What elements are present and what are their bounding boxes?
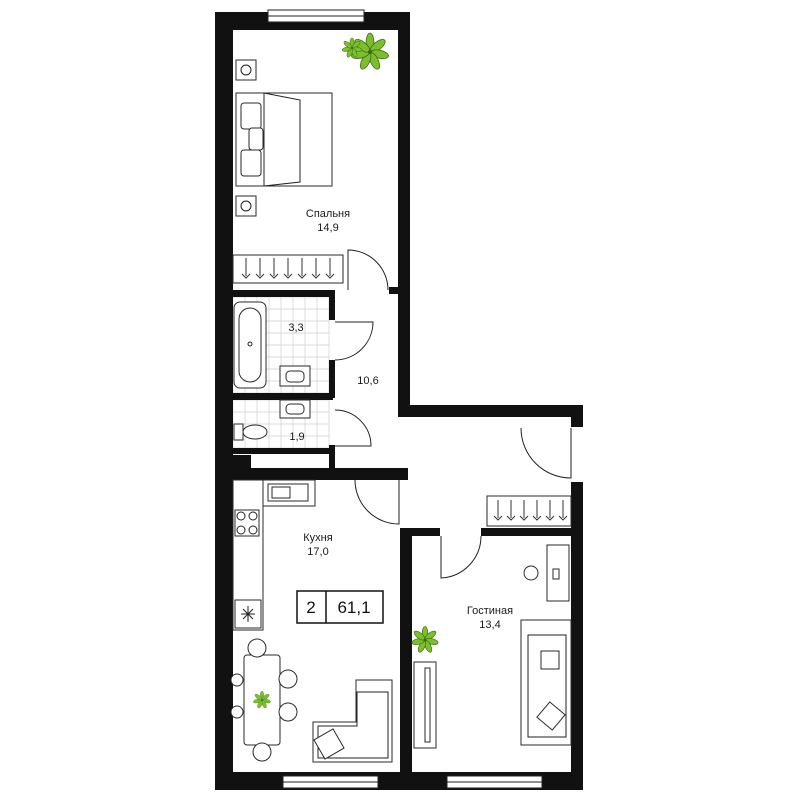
kitchen-sink — [267, 483, 309, 502]
bedroom-area: 14,9 — [317, 222, 338, 234]
nightstand-bottom — [235, 195, 257, 217]
living-area: 13,4 — [479, 619, 500, 631]
wall-hall-stub — [389, 287, 398, 294]
sink-toilet — [279, 399, 311, 419]
wall-bath-hall-2 — [329, 360, 335, 398]
bathroom-area: 3,3 — [288, 322, 303, 334]
toilet-area: 1,9 — [289, 431, 304, 443]
plant-table — [253, 691, 271, 709]
wall-toilet-hall — [329, 445, 335, 475]
kitchen-name: Кухня — [303, 532, 332, 544]
tv-stand — [413, 661, 437, 749]
wall-bedroom-bottom — [233, 290, 333, 297]
door-toilet — [334, 409, 372, 447]
rooms-count: 2 — [306, 598, 315, 617]
walls — [215, 12, 583, 790]
hall-area: 10,6 — [357, 375, 378, 387]
wall-bath-hall — [329, 290, 335, 320]
door-entrance — [520, 427, 572, 479]
wall-left — [215, 12, 233, 790]
stove — [234, 509, 260, 537]
toilet — [233, 423, 268, 441]
sink-bath — [279, 365, 311, 387]
wall-step — [398, 405, 583, 417]
kitchen-area: 17,0 — [307, 546, 328, 558]
sofa-kitchen — [312, 679, 393, 763]
living-name: Гостиная — [467, 605, 513, 617]
doors — [334, 249, 572, 579]
wardrobe-bedroom — [232, 254, 344, 284]
wall-stub-1 — [233, 455, 251, 468]
door-kitchen — [354, 479, 400, 525]
summary-badge: 2 61,1 — [296, 590, 384, 624]
wall-right-upper — [571, 405, 583, 427]
desk — [523, 544, 570, 602]
wall-bedroom-right — [398, 12, 410, 417]
wall-living-top-right — [481, 528, 571, 536]
wall-kitchen-top — [233, 468, 408, 480]
plant-living — [411, 626, 439, 653]
wall-right-lower — [571, 482, 583, 790]
bedroom-name: Спальня — [306, 208, 350, 220]
dining-table — [230, 638, 298, 762]
wall-toilet-bottom — [233, 448, 333, 454]
windows — [267, 9, 543, 789]
fridge — [234, 599, 262, 629]
door-living — [440, 535, 482, 579]
door-bedroom — [347, 249, 389, 291]
bathtub — [233, 301, 267, 389]
plant-bedroom-small — [341, 37, 363, 58]
wall-bath-toilet — [233, 393, 333, 400]
nightstand-top — [235, 59, 257, 81]
bed — [235, 92, 333, 187]
wardrobe-living — [486, 495, 572, 527]
total-area: 61,1 — [337, 598, 370, 617]
wall-kitchen-living — [400, 528, 412, 772]
door-bath — [334, 321, 374, 361]
sofa-living — [520, 619, 572, 746]
wall-living-top-left — [400, 528, 440, 536]
